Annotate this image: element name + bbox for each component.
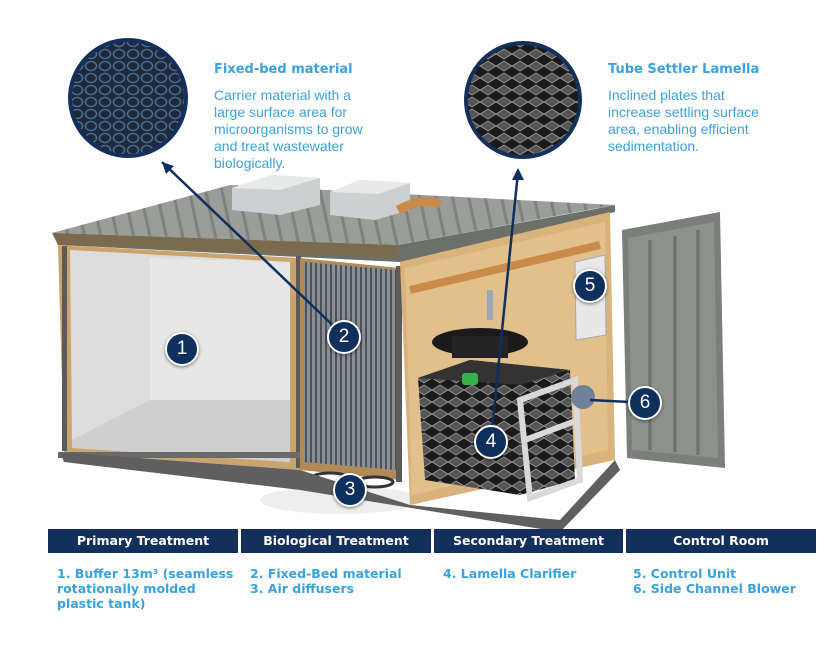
marker-5: 5 (573, 269, 607, 303)
marker-3: 3 (333, 473, 367, 507)
marker-6: 6 (628, 386, 662, 420)
fixed-bed-description: Carrier material with a large surface ar… (214, 87, 363, 172)
note-line: rotationally molded (57, 581, 196, 596)
note-line: 1. Buffer 13m³ (seamless (57, 566, 234, 581)
note-line: 5. Control Unit (633, 566, 737, 581)
fixed-bed-line: and treat wastewater (214, 138, 344, 154)
tube-settler-description: Inclined plates that increase settling s… (608, 87, 759, 155)
marker-4: 4 (474, 425, 508, 459)
note-line: plastic tank) (57, 596, 146, 611)
tube-settler-line: sedimentation. (608, 138, 700, 154)
note-line: 3. Air diffusers (250, 581, 355, 596)
primary-treatment-notes: 1. Buffer 13m³ (seamless rotationally mo… (57, 566, 233, 611)
fixed-bed-line: microorganisms to grow (214, 121, 363, 137)
fixed-bed-line: Carrier material with a (214, 87, 351, 103)
section-secondary-treatment: Secondary Treatment (434, 529, 623, 553)
section-primary-treatment: Primary Treatment (48, 529, 238, 553)
fixed-bed-line: large surface area for (214, 104, 348, 120)
tube-settler-line: area, enabling efficient (608, 121, 749, 137)
fixed-bed-line: biologically. (214, 155, 286, 171)
tube-settler-title: Tube Settler Lamella (608, 62, 760, 77)
fixed-bed-title: Fixed-bed material (214, 62, 353, 77)
control-room-notes: 5. Control Unit 6. Side Channel Blower (633, 566, 796, 596)
section-control-room: Control Room (626, 529, 816, 553)
note-line: 4. Lamella Clarifier (443, 566, 577, 581)
tube-settler-line: Inclined plates that (608, 87, 725, 103)
note-line: 6. Side Channel Blower (633, 581, 796, 596)
marker-1: 1 (165, 332, 199, 366)
section-biological-treatment: Biological Treatment (241, 529, 431, 553)
secondary-treatment-notes: 4. Lamella Clarifier (443, 566, 576, 581)
marker-2: 2 (327, 320, 361, 354)
note-line: 2. Fixed-Bed material (250, 566, 402, 581)
tube-settler-line: increase settling surface (608, 104, 759, 120)
biological-treatment-notes: 2. Fixed-Bed material 3. Air diffusers (250, 566, 402, 596)
